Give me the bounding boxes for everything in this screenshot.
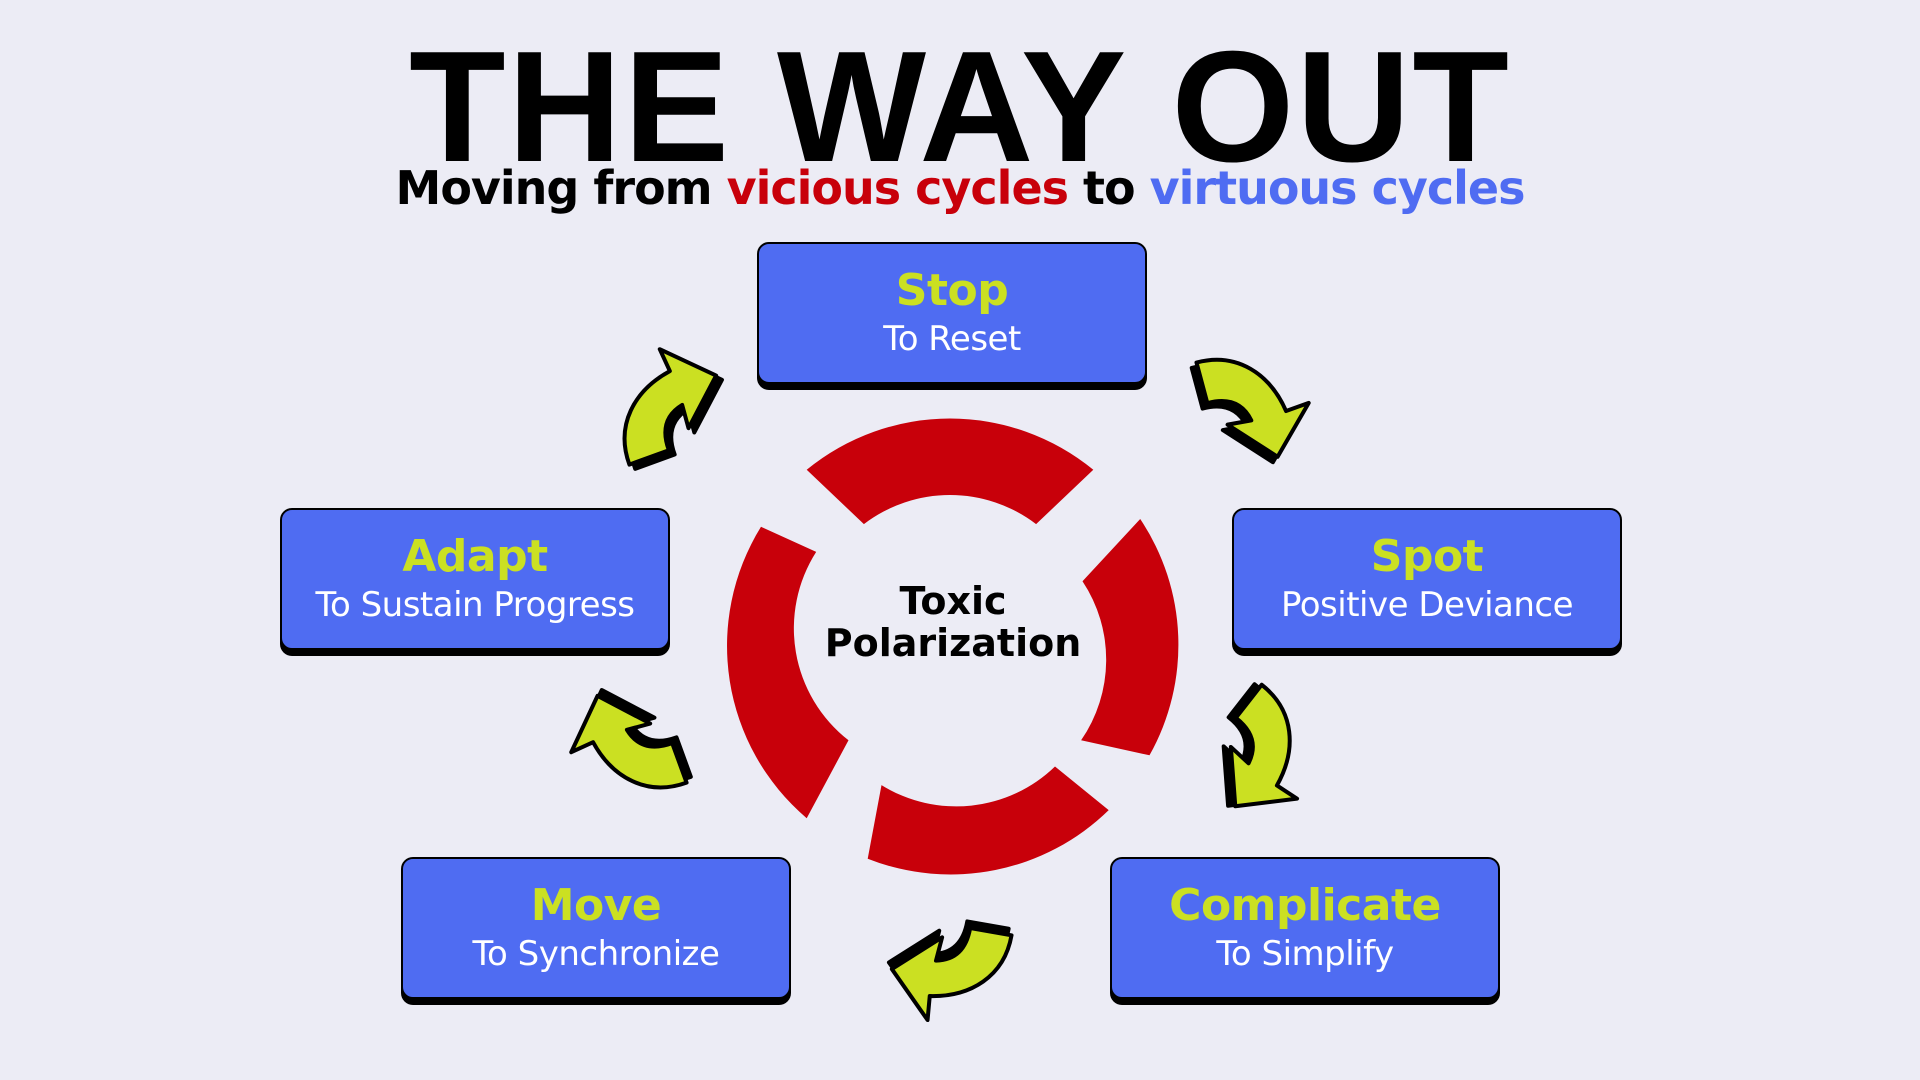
curved-arrow-icon bbox=[879, 907, 1014, 1034]
toxic-polarization-ring bbox=[727, 418, 1179, 875]
curved-arrow-icon bbox=[554, 669, 693, 819]
step-name: Spot bbox=[1370, 531, 1484, 582]
step-description: To Simplify bbox=[1216, 934, 1394, 974]
step-move: Move To Synchronize bbox=[401, 857, 791, 999]
step-name: Complicate bbox=[1169, 880, 1441, 931]
step-description: Positive Deviance bbox=[1280, 585, 1574, 625]
step-description: To Reset bbox=[883, 319, 1021, 359]
center-label-line-2: Polarization bbox=[824, 621, 1082, 665]
step-name: Stop bbox=[895, 265, 1009, 316]
step-adapt: Adapt To Sustain Progress bbox=[280, 508, 670, 650]
step-name: Move bbox=[530, 880, 662, 931]
ring-segment-top bbox=[806, 418, 1094, 525]
subtitle-part-2: to bbox=[1068, 161, 1150, 215]
subtitle-vicious: vicious cycles bbox=[726, 161, 1069, 215]
ring-segment-bottom bbox=[867, 766, 1109, 875]
step-stop: Stop To Reset bbox=[757, 242, 1147, 384]
ring-segment-left bbox=[727, 526, 849, 819]
curved-arrow-icon bbox=[1183, 682, 1341, 836]
page-title: THE WAY OUT bbox=[409, 19, 1511, 195]
step-spot: Spot Positive Deviance bbox=[1232, 508, 1622, 650]
center-label-line-1: Toxic bbox=[899, 579, 1007, 623]
step-name: Adapt bbox=[402, 531, 548, 582]
subtitle: Moving from vicious cycles to virtuous c… bbox=[0, 158, 1920, 218]
ring-segment-right bbox=[1081, 519, 1179, 756]
curved-arrow-icon bbox=[593, 332, 743, 471]
subtitle-part-1: Moving from bbox=[395, 161, 727, 215]
step-description: To Sustain Progress bbox=[315, 585, 635, 625]
center-label: Toxic Polarization bbox=[803, 580, 1103, 664]
curved-arrow-icon bbox=[1189, 335, 1323, 479]
subtitle-virtuous: virtuous cycles bbox=[1149, 161, 1526, 215]
step-description: To Synchronize bbox=[472, 934, 720, 974]
step-complicate: Complicate To Simplify bbox=[1110, 857, 1500, 999]
